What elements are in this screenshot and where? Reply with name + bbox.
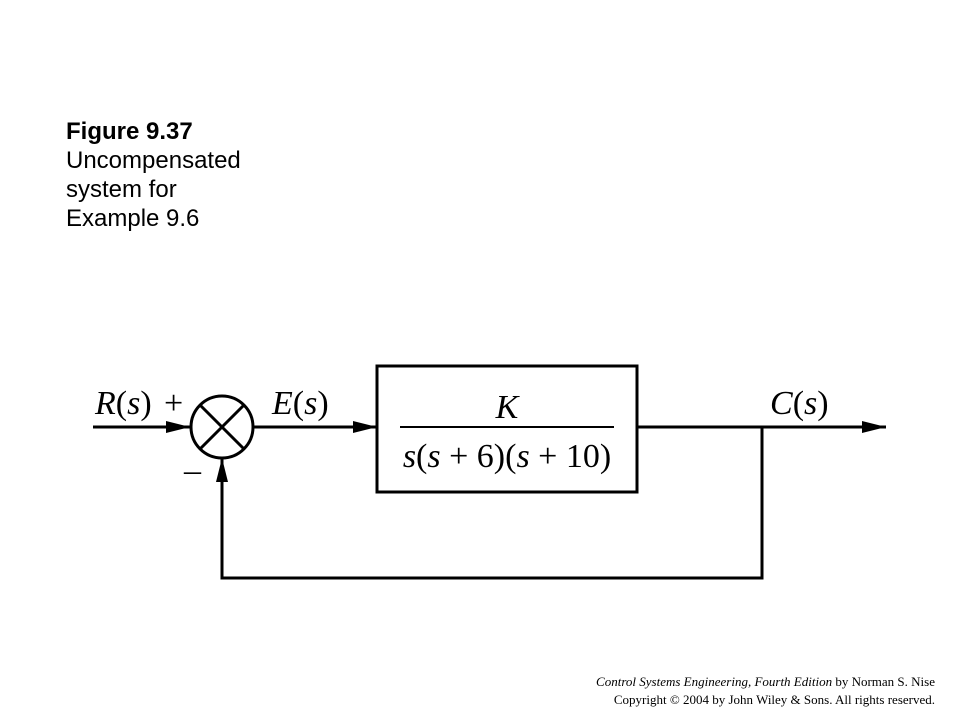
minus-sign: –: [183, 452, 202, 489]
copyright-line: Copyright © 2004 by John Wiley & Sons. A…: [613, 692, 935, 707]
caption-line-3: Example 9.6: [66, 205, 200, 232]
input-label: R(s): [94, 385, 152, 422]
numerator: K: [495, 389, 521, 426]
transfer-function-block: [375, 364, 639, 494]
book-author: by Norman S. Nise: [832, 674, 935, 689]
output-label: C(s): [770, 385, 829, 422]
figure-label: Figure 9.37: [66, 118, 193, 145]
citation-line: Control Systems Engineering, Fourth Edit…: [596, 673, 935, 691]
caption-line-2: system for: [66, 176, 177, 203]
feedback-path: [216, 427, 764, 580]
error-label: E(s): [271, 385, 329, 422]
credits: Control Systems Engineering, Fourth Edit…: [596, 673, 935, 709]
figure-caption: Figure 9.37 Uncompensated system for Exa…: [66, 117, 326, 233]
denominator: s(s + 6)(s + 10): [403, 438, 611, 475]
caption-line-1: Uncompensated: [66, 147, 241, 174]
summing-junction: [189, 394, 255, 460]
book-title: Control Systems Engineering, Fourth Edit…: [596, 674, 833, 689]
plus-sign: +: [164, 385, 183, 422]
